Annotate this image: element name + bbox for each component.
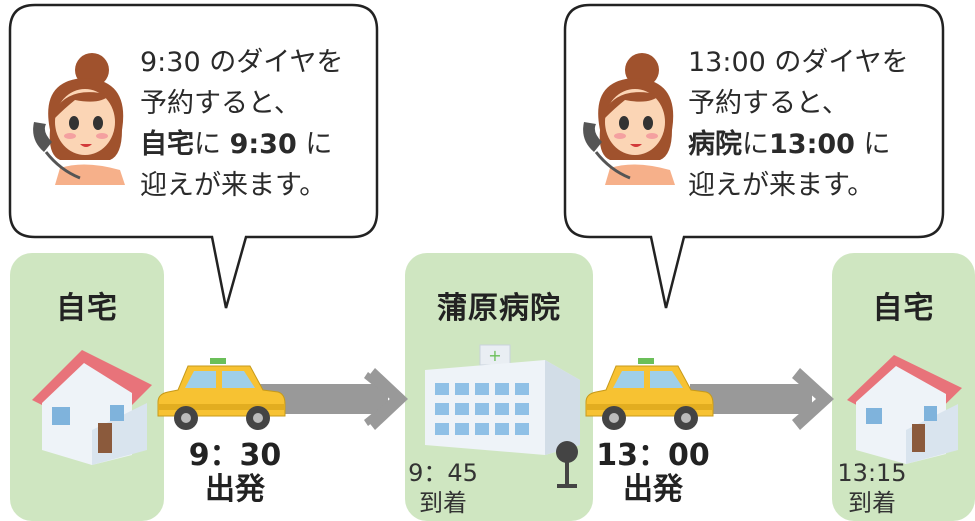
operator-woman-icon xyxy=(33,53,125,185)
arrive2-label: 到着 xyxy=(848,489,896,517)
left-bubble-line4: 迎えが来ます。 xyxy=(140,170,327,201)
right-bubble-line4: 迎えが来ます。 xyxy=(688,170,875,201)
right-bubble-line2: 予約すると、 xyxy=(688,88,849,119)
home-start-title: 自宅 xyxy=(56,291,118,326)
right-bubble-line1: 13:00 のダイヤを xyxy=(688,47,909,78)
right-bubble-place: 病院 xyxy=(688,129,742,160)
right-bubble-time: 13:00 xyxy=(769,129,855,160)
depart1-time: 9：30 xyxy=(188,438,282,473)
house-icon-2 xyxy=(847,355,962,464)
bus-stop-sign-icon xyxy=(556,441,578,488)
depart2-time: 13：00 xyxy=(596,438,710,473)
svg-text:+: + xyxy=(488,346,501,365)
left-bubble-mid: に xyxy=(194,129,230,160)
right-bubble-end: に xyxy=(854,129,891,160)
hospital-title: 蒲原病院 xyxy=(437,291,561,326)
house-icon xyxy=(32,350,152,465)
hospital-building-icon: + xyxy=(425,344,580,455)
taxi-icon-2 xyxy=(585,358,714,430)
operator-woman-icon-2 xyxy=(583,53,675,185)
left-bubble-line3: 自宅に 9:30 に xyxy=(140,124,343,165)
left-bubble-end: に xyxy=(296,129,333,160)
arrive1-time: 9：45 xyxy=(408,459,478,487)
arrive1-label: 到着 xyxy=(419,489,467,517)
left-bubble-place: 自宅 xyxy=(140,129,194,160)
right-bubble-line3: 病院に13:00 に xyxy=(688,124,909,165)
left-bubble-time: 9:30 xyxy=(229,129,297,160)
left-bubble-line2: 予約すると、 xyxy=(140,88,301,119)
depart1-label: 出発 xyxy=(205,472,265,507)
home-end-title: 自宅 xyxy=(872,291,935,326)
left-bubble-text: 9:30 のダイヤを 予約すると、 自宅に 9:30 に 迎えが来ます。 xyxy=(140,42,343,206)
depart2-label: 出発 xyxy=(623,472,683,507)
left-bubble-line1: 9:30 のダイヤを xyxy=(140,47,344,78)
right-bubble-mid: に xyxy=(742,129,769,160)
right-speech-bubble xyxy=(563,3,945,309)
taxi-icon xyxy=(157,358,286,430)
right-bubble-text: 13:00 のダイヤを 予約すると、 病院に13:00 に 迎えが来ます。 xyxy=(688,42,909,206)
arrive2-time: 13:15 xyxy=(837,459,907,487)
